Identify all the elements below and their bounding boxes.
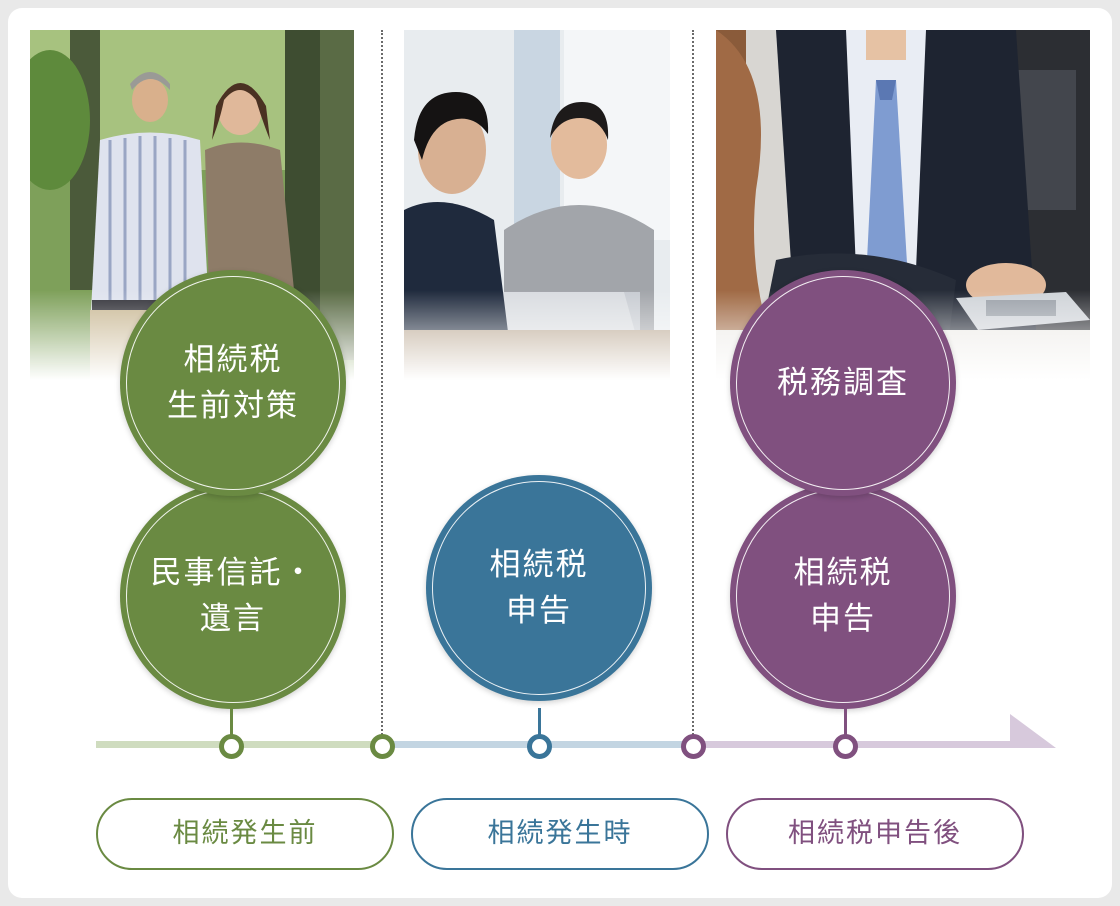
consultation-meeting-photo [404,30,670,380]
stage-divider-line [692,30,694,742]
circle-inheritance-tax-filing: 相続税 申告 [730,483,956,709]
timeline-node [219,734,244,759]
circle-text-line: 税務調査 [777,365,909,401]
circle-trust-will: 民事信託・ 遺言 [120,483,346,709]
timeline-node [370,734,395,759]
circle-text-line: 相続税 [183,342,283,378]
timeline-node [833,734,858,759]
inheritance-tax-timeline-diagram: 民事信託・ 遺言 相続税 生前対策 相続税 申告 相続税 申告 税務調査 [8,8,1112,898]
circle-text-line: 民事信託・ [150,555,316,591]
circle-text-line: 生前対策 [167,388,299,424]
timeline-node [681,734,706,759]
circle-pre-death-tax-planning: 相続税 生前対策 [120,270,346,496]
timeline-arrowhead [1010,714,1056,748]
stage-label-at-inheritance: 相続発生時 [411,798,709,870]
stage-label-before-inheritance: 相続発生前 [96,798,394,870]
circle-text-line: 申告 [506,593,572,629]
circle-tax-audit: 税務調査 [730,270,956,496]
circle-inheritance-tax-filing: 相続税 申告 [426,475,652,701]
circle-text-line: 遺言 [200,601,266,637]
circle-text-line: 相続税 [489,547,589,583]
connector-stem [538,708,541,738]
circle-text-line: 相続税 [793,555,893,591]
connector-stem [844,708,847,738]
timeline-node [527,734,552,759]
stage-label-after-filing: 相続税申告後 [726,798,1024,870]
connector-stem [230,708,233,738]
stage-divider-line [381,30,383,742]
circle-text-line: 申告 [810,601,876,637]
